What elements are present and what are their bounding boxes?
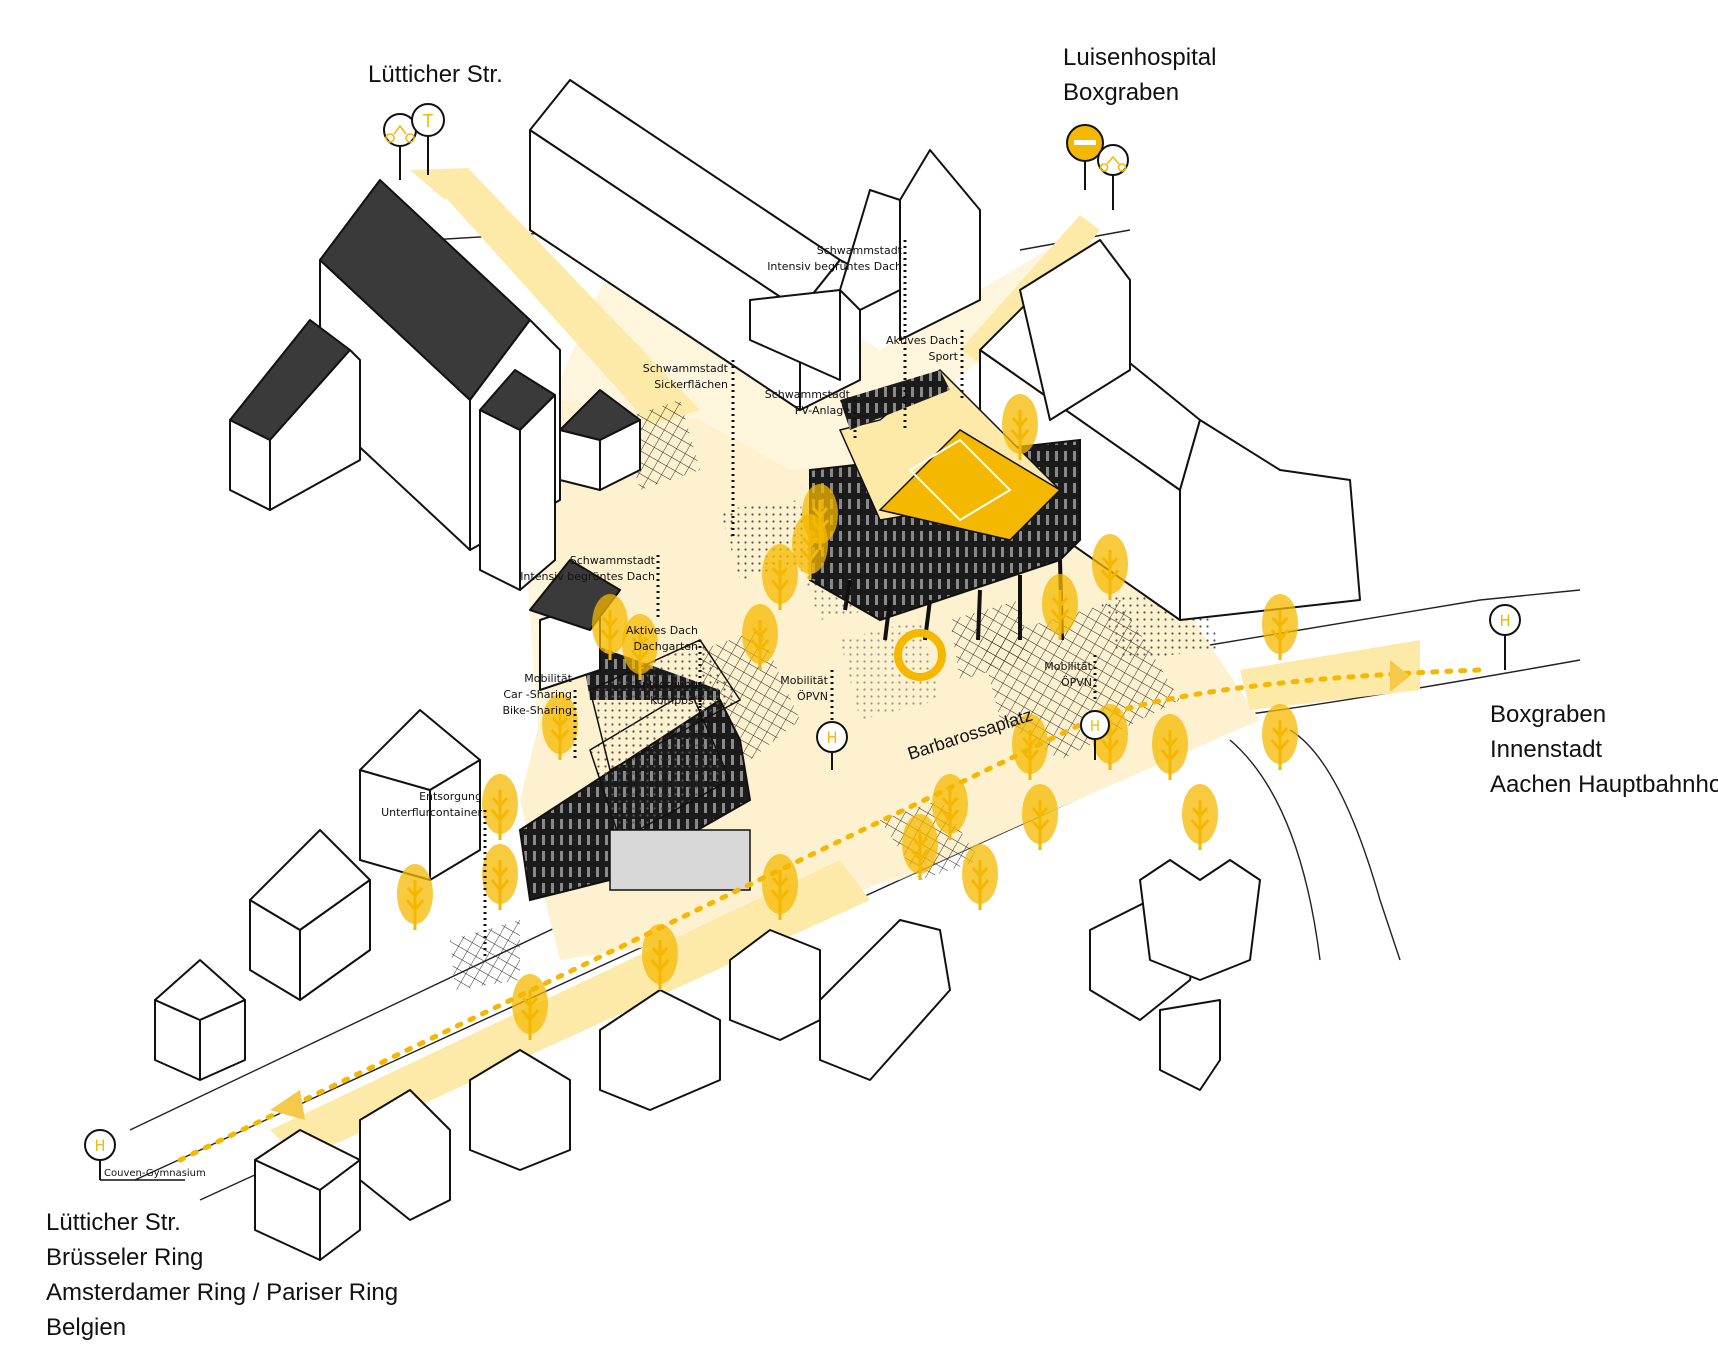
destination-sw-line-3: Amsterdamer Ring / Pariser Ring xyxy=(46,1279,398,1306)
svg-text:Schwammstadt: Schwammstadt xyxy=(765,388,851,401)
destination-ne: Luisenhospital Boxgraben xyxy=(1063,44,1216,106)
sign-ne xyxy=(1066,124,1129,210)
label-mobilitaet-sharing: Mobilität Car -Sharing Bike-Sharing xyxy=(502,672,572,717)
bus-stop-couven-label: Couven-Gymnasium xyxy=(104,1168,206,1179)
annotation-labels: Schwammstadt Intensiv begrüntes Dach Akt… xyxy=(381,244,1093,819)
destination-nw-line-1: Lütticher Str. xyxy=(368,61,503,88)
tree-icon xyxy=(1260,702,1300,772)
destination-sw-line-4: Belgien xyxy=(46,1314,126,1341)
bus-stop-east: H xyxy=(1489,604,1521,670)
svg-text:Schwammstadt: Schwammstadt xyxy=(817,244,903,257)
route-arrows xyxy=(270,660,1410,1120)
svg-text:Mobilität: Mobilität xyxy=(524,672,572,685)
label-entsorgung-kompost: Entsorgung Kompost xyxy=(635,678,699,707)
svg-text:Aktives Dach: Aktives Dach xyxy=(886,334,958,347)
destination-sw-line-2: Brüsseler Ring xyxy=(46,1244,203,1271)
tree-icon xyxy=(1020,782,1060,852)
svg-text:PV-Anlage: PV-Anlage xyxy=(795,404,851,417)
destination-sw: Lütticher Str. Brüsseler Ring Amsterdame… xyxy=(46,1209,398,1341)
tree-icon xyxy=(480,772,520,842)
svg-text:Mobilität: Mobilität xyxy=(780,674,828,687)
bus-stop-icon xyxy=(84,1129,116,1161)
tree-icon xyxy=(960,842,1000,912)
tree-icon xyxy=(480,842,520,912)
tree-icon xyxy=(1260,592,1300,662)
destination-east-line-3: Aachen Hauptbahnhof xyxy=(1490,771,1718,798)
church-building xyxy=(229,179,641,591)
svg-text:Dachgarten: Dachgarten xyxy=(633,640,698,653)
bus-stop-plaza-2: H xyxy=(1080,710,1110,760)
svg-text:Mobilität: Mobilität xyxy=(1044,660,1092,673)
label-mobilitaet-oepvn-2: Mobilität ÖPVN xyxy=(1044,660,1092,689)
svg-text:Entsorgung: Entsorgung xyxy=(419,790,482,803)
label-schwammstadt-pv: Schwammstadt PV-Anlage xyxy=(765,388,851,417)
svg-text:Schwammstadt: Schwammstadt xyxy=(643,362,729,375)
tree-icon xyxy=(395,862,435,932)
label-aktives-dach-sport: Aktives Dach Sport xyxy=(886,334,959,363)
bike-sharing-sign-icon xyxy=(1097,144,1129,176)
bus-stop-plaza: H xyxy=(816,721,848,770)
label-schwammstadt-sicker: Schwammstadt Sickerflächen xyxy=(643,362,729,391)
tree-icon xyxy=(1150,712,1190,782)
svg-text:Sickerflächen: Sickerflächen xyxy=(654,378,728,391)
destination-ne-line-2: Boxgraben xyxy=(1063,79,1179,106)
destination-ne-line-1: Luisenhospital xyxy=(1063,44,1216,71)
bus-stop-icon xyxy=(816,721,848,753)
bus-stop-icon xyxy=(1489,604,1521,636)
svg-text:H: H xyxy=(827,728,838,747)
svg-text:H: H xyxy=(1090,717,1100,735)
destination-sw-line-1: Lütticher Str. xyxy=(46,1209,181,1236)
svg-text:ÖPVN: ÖPVN xyxy=(797,690,828,703)
sign-nw: T xyxy=(383,103,445,180)
svg-text:Unterflurcontainer: Unterflurcontainer xyxy=(381,806,482,819)
tram-symbol: T xyxy=(422,111,433,132)
label-entsorgung-unterflur: Entsorgung Unterflurcontainer xyxy=(381,790,482,819)
svg-text:ÖPVN: ÖPVN xyxy=(1061,676,1092,689)
svg-text:Sport: Sport xyxy=(928,350,958,363)
label-schwammstadt-dach-w: Schwammstadt Intensiv begrüntes Dach xyxy=(520,554,655,583)
svg-text:H: H xyxy=(1500,611,1511,630)
north-buildings xyxy=(529,79,1361,621)
svg-text:Intensiv begrüntes Dach: Intensiv begrüntes Dach xyxy=(767,260,902,273)
svg-text:Aktives Dach: Aktives Dach xyxy=(626,624,698,637)
tram-stop-icon xyxy=(411,103,445,137)
svg-text:Kompost: Kompost xyxy=(650,694,699,707)
svg-text:Entsorgung: Entsorgung xyxy=(635,678,698,691)
destination-east-line-2: Innenstadt xyxy=(1490,736,1602,763)
central-building-east xyxy=(809,368,1081,681)
label-aktives-dach-garten: Aktives Dach Dachgarten xyxy=(626,624,698,653)
svg-text:H: H xyxy=(95,1136,106,1155)
central-building-west xyxy=(518,559,752,902)
svg-text:Car -Sharing: Car -Sharing xyxy=(503,688,572,701)
destination-east-line-1: Boxgraben xyxy=(1490,701,1606,728)
destination-nw: Lütticher Str. xyxy=(368,61,503,88)
svg-text:Bike-Sharing: Bike-Sharing xyxy=(502,704,572,717)
svg-text:Intensiv begrüntes Dach: Intensiv begrüntes Dach xyxy=(520,570,655,583)
label-mobilitaet-oepvn-1: Mobilität ÖPVN xyxy=(780,674,828,703)
destination-east: Boxgraben Innenstadt Aachen Hauptbahnhof xyxy=(1490,701,1718,798)
bus-stop-couven: H Couven-Gymnasium xyxy=(84,1129,206,1181)
bus-stop-icon xyxy=(1080,710,1110,740)
label-leaders xyxy=(483,240,1097,960)
svg-text:Schwammstadt: Schwammstadt xyxy=(570,554,656,567)
tree-icon xyxy=(1180,782,1220,852)
label-schwammstadt-dach-ne: Schwammstadt Intensiv begrüntes Dach xyxy=(767,244,902,273)
